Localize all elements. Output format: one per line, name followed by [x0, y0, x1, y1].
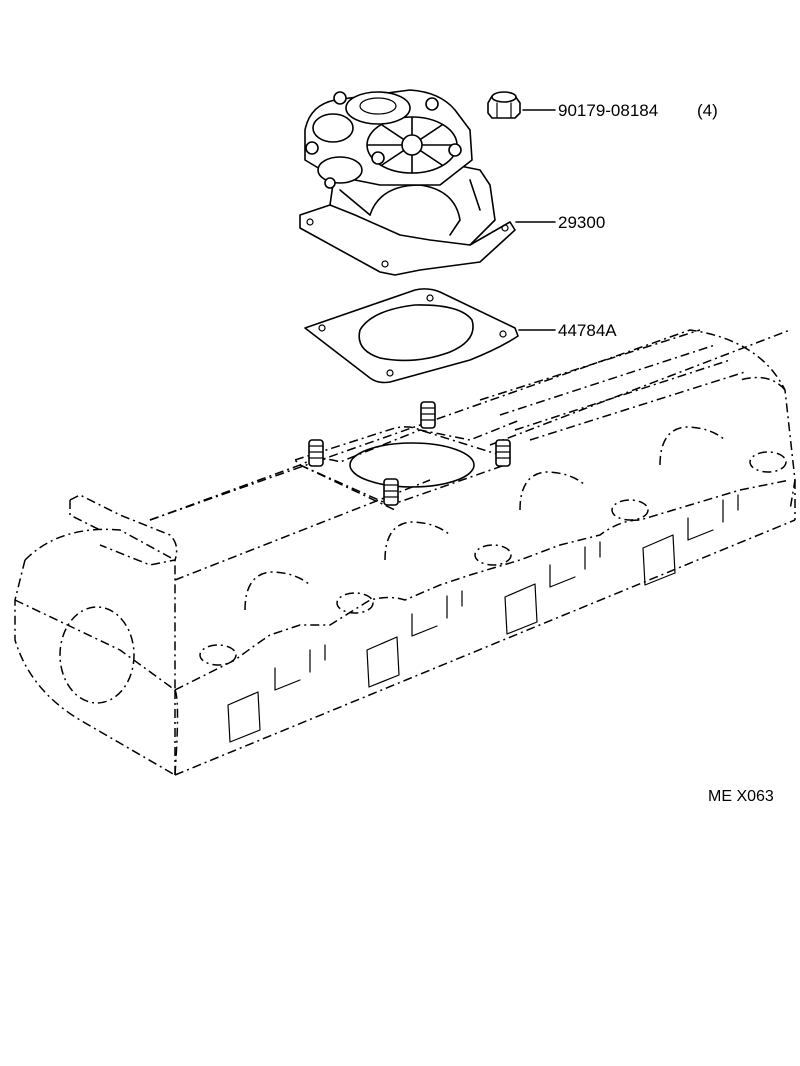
stud	[420, 401, 436, 429]
stud	[495, 439, 511, 467]
stud	[383, 478, 399, 506]
cylinder-head-illustration	[14, 329, 796, 776]
diagram-code: ME X063	[708, 788, 774, 805]
gasket-illustration	[304, 288, 519, 384]
stud	[308, 439, 324, 467]
callout-vacuum-pump-part-number: 29300	[558, 213, 605, 232]
vacuum-pump-illustration	[299, 89, 516, 276]
callout-nut-part-number: 90179-08184	[558, 101, 658, 120]
callout-gasket-part-number: 44784A	[558, 321, 617, 340]
nut-illustration	[487, 91, 521, 119]
callout-nut-quantity: (4)	[697, 101, 718, 120]
